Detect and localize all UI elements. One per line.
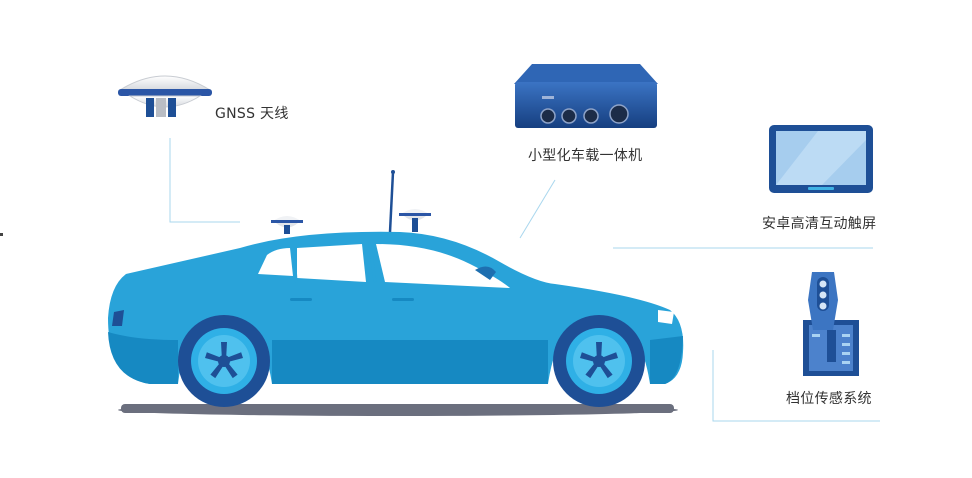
connector-unit bbox=[519, 179, 556, 239]
wheel-rear bbox=[178, 315, 270, 407]
gnss-antenna-label: GNSS 天线 bbox=[215, 106, 289, 122]
car-window-rear bbox=[258, 248, 293, 276]
touchscreen-icon bbox=[769, 125, 873, 193]
connector-gnss bbox=[169, 138, 240, 223]
gear-sensor-label: 档位传感系统 bbox=[786, 391, 872, 407]
gnss-antenna-icon bbox=[118, 75, 212, 117]
connector-lines bbox=[169, 138, 880, 422]
wheel-front bbox=[553, 315, 645, 407]
gear-sensor-icon bbox=[803, 272, 859, 376]
connector-gear bbox=[712, 350, 880, 422]
vehicle-unit-icon bbox=[514, 64, 658, 128]
car-icon bbox=[108, 170, 684, 416]
vehicle-unit-label: 小型化车载一体机 bbox=[528, 148, 643, 164]
roof-gnss-antenna-front bbox=[399, 209, 431, 232]
touchscreen-label: 安卓高清互动触屏 bbox=[762, 216, 877, 232]
roof-gnss-antenna-rear bbox=[271, 216, 303, 234]
car-window-front bbox=[376, 244, 510, 288]
marker-dot bbox=[0, 233, 3, 236]
car-window-middle bbox=[297, 244, 366, 282]
